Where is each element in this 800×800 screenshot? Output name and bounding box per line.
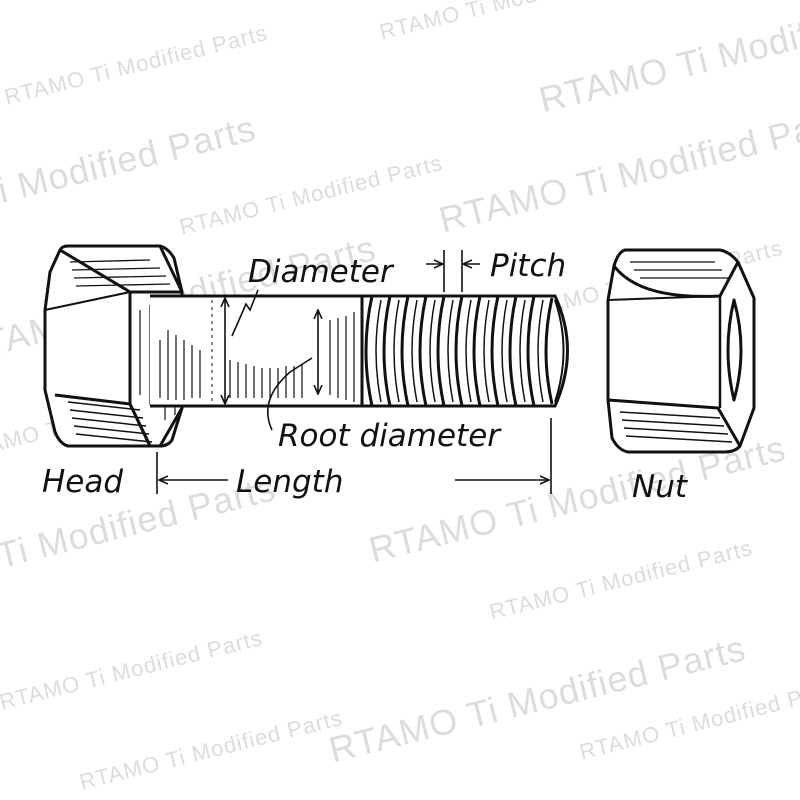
- dimension-lines: [156, 250, 552, 494]
- bolt-shank: [150, 294, 364, 408]
- diameter-label: Diameter: [248, 254, 395, 290]
- head-label: Head: [42, 464, 123, 500]
- nut-label: Nut: [632, 469, 689, 505]
- length-label: Length: [236, 464, 343, 500]
- nut-shape: [606, 248, 756, 454]
- root-diameter-label: Root diameter: [278, 418, 502, 454]
- bolt-threads: [360, 294, 569, 408]
- pitch-label: Pitch: [490, 248, 566, 284]
